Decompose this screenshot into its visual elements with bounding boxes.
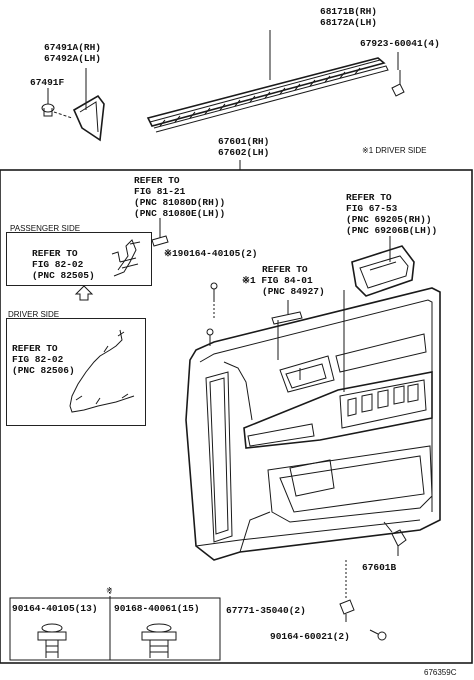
clip-67923-drawing <box>391 52 405 97</box>
star-note: ※ <box>106 586 113 595</box>
ref-67-53-line1: REFER TO <box>346 192 392 203</box>
label-90168-40061: 90168-40061(15) <box>114 603 200 614</box>
driver-harness-drawing <box>69 329 135 413</box>
switch-bracket-drawing <box>271 300 303 325</box>
ref-82-02-b-line2: FIG 82-02 <box>12 354 64 365</box>
door-trim-panel-drawing <box>185 287 441 561</box>
label-67491f: 67491F <box>30 77 65 88</box>
label-68172a: 68172A(LH) <box>320 17 378 28</box>
label-67492a: 67492A(LH) <box>44 53 102 64</box>
main-frame <box>0 169 473 664</box>
ref-82-02-a-line2: FIG 82-02 <box>32 259 84 270</box>
ref-67-53-line2: FIG 67-53 <box>346 203 398 214</box>
clip-67601b-drawing <box>391 529 407 556</box>
driver-side-title: DRIVER SIDE <box>8 310 60 319</box>
screw-90164-60021-drawing <box>369 629 387 641</box>
label-67602: 67602(LH) <box>218 147 270 158</box>
trim-edge-drawing <box>223 361 253 421</box>
ref-84-01-line2: ※1 FIG 84-01 <box>242 275 313 286</box>
screw-side-drawing <box>206 328 214 346</box>
belt-weatherstrip-drawing <box>146 57 389 133</box>
label-67491a: 67491A(RH) <box>44 42 102 53</box>
arrow-up-icon <box>74 285 94 301</box>
label-67923: 67923-60041(4) <box>360 38 440 49</box>
door-courtesy-lamp-drawing <box>151 235 169 247</box>
ref-84-01-line1: REFER TO <box>262 264 308 275</box>
label-67771: 67771-35040(2) <box>226 605 306 616</box>
inside-handle-drawing <box>351 245 415 297</box>
fastener-box <box>9 597 221 661</box>
ref-82-02-b-line3: (PNC 82506) <box>12 365 75 376</box>
ref-81-21-line1: REFER TO <box>134 175 180 186</box>
driver-side-note: ※1 DRIVER SIDE <box>362 146 427 155</box>
passenger-side-box <box>6 232 152 286</box>
mirror-cover-drawing <box>72 68 105 142</box>
driver-side-box <box>6 318 146 426</box>
passenger-harness-drawing <box>111 239 141 277</box>
ref-81-21-line2: FIG 81-21 <box>134 186 186 197</box>
ref-67-53-line4: (PNC 69206B(LH)) <box>346 225 438 236</box>
fastener-90164-40105-drawing <box>37 623 67 658</box>
ref-81-21-line4: (PNC 81080E(LH)) <box>134 208 226 219</box>
passenger-side-title: PASSENGER SIDE <box>10 224 81 233</box>
label-68171b: 68171B(RH) <box>320 6 378 17</box>
clip-67771-drawing <box>339 560 355 622</box>
ref-67-53-line3: (PNC 69205(RH)) <box>346 214 432 225</box>
screw-90164-drawing <box>210 282 218 320</box>
label-67601b: 67601B <box>362 562 397 573</box>
ref-82-02-a-line1: REFER TO <box>32 248 78 259</box>
ref-82-02-a-line3: (PNC 82505) <box>32 270 95 281</box>
label-90164-40105-note: ※190164-40105(2) <box>164 248 258 259</box>
label-90164-60021: 90164-60021(2) <box>270 631 350 642</box>
ref-82-02-b-line1: REFER TO <box>12 343 58 354</box>
ref-84-01-line3: (PNC 84927) <box>262 286 325 297</box>
label-67601: 67601(RH) <box>218 136 270 147</box>
clip-67491f-drawing <box>41 88 73 119</box>
label-90164-40105-13: 90164-40105(13) <box>12 603 98 614</box>
ref-81-21-line3: (PNC 81080D(RH)) <box>134 197 226 208</box>
catalog-number: 676359C <box>424 668 457 677</box>
fastener-90168-40061-drawing <box>141 623 177 658</box>
